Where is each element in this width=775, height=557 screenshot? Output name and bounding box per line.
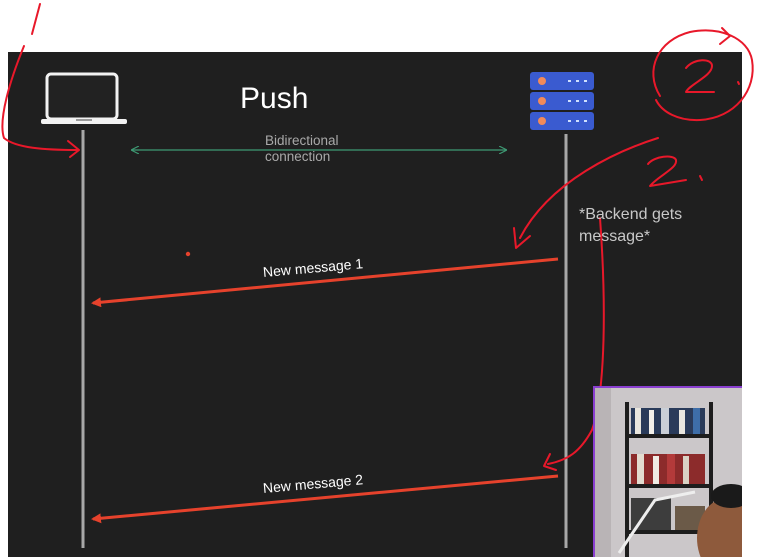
ink-arrow-to-message-2-head (543, 453, 557, 471)
ink-numeral-two-circled (685, 59, 715, 93)
ink-period-circled (737, 81, 740, 85)
ink-period (699, 175, 703, 181)
ink-arrow-to-client-head (67, 140, 80, 158)
message-1-arrow (91, 257, 559, 308)
ink-circle-loop-head (719, 27, 731, 45)
server-rack-icon (530, 72, 594, 130)
ink-numeral-one (31, 3, 41, 35)
ink-circle-loop (652, 29, 754, 122)
laptop-icon (41, 72, 127, 124)
person (697, 498, 742, 557)
desk-lamp (617, 490, 696, 554)
slide-title: Push (240, 82, 309, 115)
ink-numeral-two (647, 155, 687, 187)
message-2-arrow (91, 474, 559, 524)
webcam-overlay (593, 386, 742, 557)
connection-label: Bidirectional connection (265, 133, 339, 164)
stray-dot (185, 251, 191, 257)
backend-note: *Backend gets message* (579, 206, 683, 245)
ink-arrow-to-client (1, 45, 79, 151)
ink-arrow-to-message-1-head (513, 227, 531, 249)
ink-arrow-to-message-1 (519, 137, 659, 239)
